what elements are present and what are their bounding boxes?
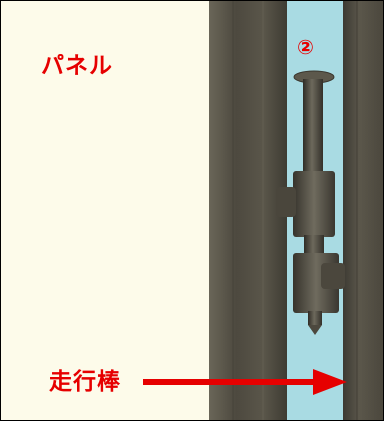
rail-rod-label: 走行棒	[49, 369, 121, 395]
hinge-pin-tip	[308, 325, 322, 335]
hinge-pin-upper-shaft	[303, 79, 323, 174]
hinge-collar-upper	[293, 171, 335, 237]
hinge-pin-lower-shaft	[308, 311, 322, 325]
panel-edge-bar	[209, 1, 287, 420]
hinge-bolt-upper	[276, 187, 296, 217]
panel-area	[1, 1, 211, 420]
hinge-pin-middle-shaft	[304, 235, 324, 255]
panel-label: パネル	[41, 53, 113, 79]
rail-arrow-shaft	[143, 379, 319, 385]
rail-rod	[343, 1, 383, 420]
marker-number-label: ②	[297, 35, 314, 59]
hinge-bolt-lower	[321, 263, 345, 289]
rail-arrow-head	[313, 369, 347, 395]
